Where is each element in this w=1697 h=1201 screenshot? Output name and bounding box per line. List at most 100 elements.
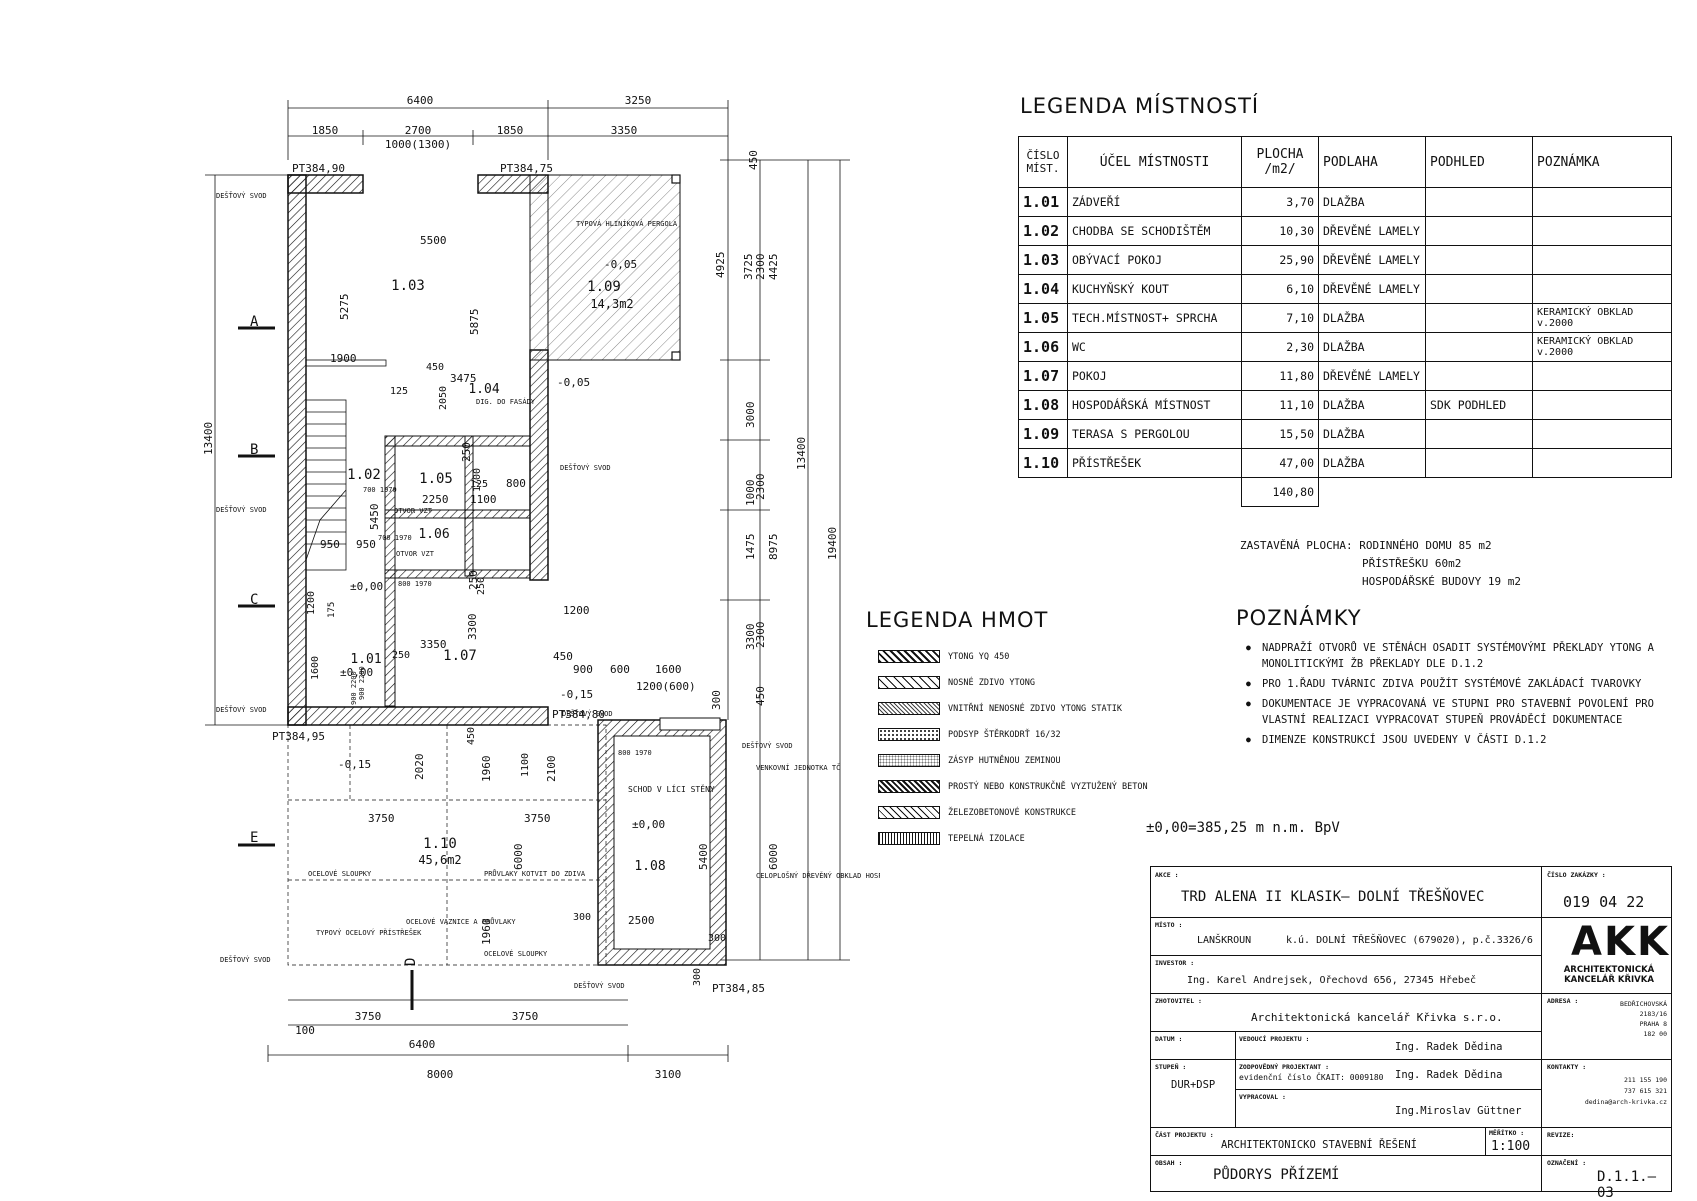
mass-legend-item: NOSNÉ ZDIVO YTONG [878, 676, 1035, 689]
room-purpose: ZÁDVEŘÍ [1067, 187, 1242, 217]
row-divider-1b [1541, 917, 1671, 918]
dim-inner: 1200 [563, 604, 590, 617]
meritko-value: 1:100 [1491, 1139, 1531, 1154]
title-block-divider [1541, 867, 1542, 1191]
outbuilding-walls [597, 717, 727, 966]
dim-bottom: 6400 [409, 1038, 436, 1051]
room-floor: DLAŽBA [1318, 390, 1426, 420]
kontakty-line-3: dedina@arch-krivka.cz [1584, 1098, 1667, 1106]
dim-right: 13400 [795, 437, 808, 470]
room-area: 11,10 [1241, 390, 1319, 420]
room-purpose: KUCHYŇSKÝ KOUT [1067, 274, 1242, 304]
room-note [1532, 390, 1672, 420]
dim-inner: 3350 [420, 638, 447, 651]
adresa-label: ADRESA : [1547, 997, 1579, 1005]
meritko-label: MĚŘÍTKO : [1489, 1129, 1525, 1137]
adresa-line-4: 182 00 [1643, 1030, 1667, 1038]
material-swatch [878, 728, 940, 741]
row-divider-7 [1151, 1127, 1671, 1128]
room-num: 1.03 [1018, 245, 1068, 275]
dim-right: 1475 [744, 534, 757, 561]
room-num: 1.09 [1018, 419, 1068, 449]
notes-list: ●NADPRAŽÍ OTVORŮ VE STĚNÁCH OSADIT SYSTÉ… [1244, 640, 1684, 752]
dim-right: 19400 [826, 527, 839, 560]
room-ceiling [1425, 361, 1533, 391]
pergola-label: TYPOVÁ HLINÍKOVÁ PERGOLA [576, 219, 678, 228]
dim-inner: 3300 [466, 614, 479, 641]
room-ceiling [1425, 419, 1533, 449]
room-purpose: CHODBA SE SCHODIŠTĚM [1067, 216, 1242, 246]
dim-inner: 700 1970 [363, 486, 397, 494]
adresa-line-3: PRAHA 8 [1639, 1020, 1667, 1028]
col-divider-meritko [1485, 1127, 1486, 1155]
drain-label: DEŠŤOVÝ SVOD [220, 955, 271, 964]
row-divider-8 [1151, 1155, 1671, 1156]
dim-right: 1000 [744, 480, 757, 507]
room-note [1532, 216, 1672, 246]
zodpovedny-value: Ing. Radek Dědina [1395, 1069, 1503, 1081]
oznaceni-label: OZNAČENÍ : [1547, 1159, 1587, 1167]
room-area: 15,50 [1241, 419, 1319, 449]
dim-inner: 250 [476, 577, 487, 595]
dim-inner: 125 [470, 479, 488, 490]
dim-inner: 300 [708, 933, 726, 944]
dim-inner: 450 [466, 727, 477, 745]
room-purpose: TERASA S PERGOLOU [1067, 419, 1242, 449]
dim-right: 2300 [754, 254, 767, 281]
mass-legend-item: TEPELNÁ IZOLACE [878, 832, 1025, 845]
room-number: 1.04 [468, 382, 499, 397]
akce-label: AKCE : [1155, 871, 1179, 879]
note-text: PRO 1.ŘADU TVÁRNIC ZDIVA POUŽÍT SYSTÉMOV… [1262, 678, 1642, 690]
room-total-row: 140,80 [1019, 477, 1672, 507]
oznaceni-value: D.1.1.–03 [1597, 1169, 1657, 1201]
level-mark: PT384,95 [272, 730, 325, 743]
shelter-label: TYPOVÝ OCELOVÝ PŘÍSTŘEŠEK [316, 928, 422, 937]
row-divider-5b [1541, 1059, 1671, 1060]
header-area: PLOCHA /m2/ [1241, 136, 1319, 188]
room-ceiling: SDK PODHLED [1425, 390, 1533, 420]
material-label: ZÁSYP HUTNĚNOU ZEMINOU [948, 756, 1061, 766]
cast-label: ČÁST PROJEKTU : [1155, 1131, 1214, 1139]
drain-label: DEŠŤOVÝ SVOD [742, 741, 793, 750]
adresa-line-1: BEDŘICHOVSKÁ [1620, 1000, 1667, 1008]
level-mark: PT384,90 [292, 162, 345, 175]
room-ceiling [1425, 303, 1533, 333]
level-mark: -0,05 [557, 376, 590, 389]
dim-inner: 300 [573, 912, 591, 923]
cast-value: ARCHITEKTONICKO STAVEBNÍ ŘEŠENÍ [1221, 1139, 1417, 1151]
room-area: 10,30 [1241, 216, 1319, 246]
dim-inner: 800 1970 [618, 749, 652, 757]
room-number: 1.06 [418, 527, 449, 542]
investor-label: INVESTOR : [1155, 959, 1195, 967]
axis-label: A [250, 314, 259, 330]
room-num: 1.01 [1018, 187, 1068, 217]
dim-right: 3300 [744, 624, 757, 651]
material-label: NOSNÉ ZDIVO YTONG [948, 678, 1035, 688]
dim-inner: 3750 [368, 812, 395, 825]
beams-label: PRŮVLAKY KOTVIT DO ZDIVA [484, 869, 586, 878]
material-label: TEPELNÁ IZOLACE [948, 834, 1025, 844]
room-num: 1.06 [1018, 332, 1068, 362]
room-number: 1.05 [419, 471, 453, 487]
room-legend-title: LEGENDA MÍSTNOSTÍ [1020, 94, 1260, 118]
room-number: 1.09 [587, 279, 621, 295]
row-divider-3 [1151, 993, 1541, 994]
zakazka-value: 019 04 22 [1563, 893, 1645, 911]
axis-label: D [403, 958, 419, 966]
header-num: ČÍSLO MÍST. [1018, 136, 1068, 188]
material-swatch [878, 650, 940, 663]
room-number: 1.02 [347, 467, 381, 483]
dim-top: 1850 [312, 124, 339, 137]
dim-right: 5400 [697, 844, 710, 871]
dim-right: 450 [747, 150, 760, 170]
zodpovedny-label: ZODPOVĚDNÝ PROJEKTANT : [1239, 1063, 1330, 1071]
bullet-icon: ● [1246, 699, 1251, 708]
outdoor-unit-label: VENKOVNÍ JEDNOTKA TČ [756, 763, 840, 772]
room-num: 1.10 [1018, 448, 1068, 478]
digestor-label: DIG. DO FASÁDY [476, 397, 536, 406]
